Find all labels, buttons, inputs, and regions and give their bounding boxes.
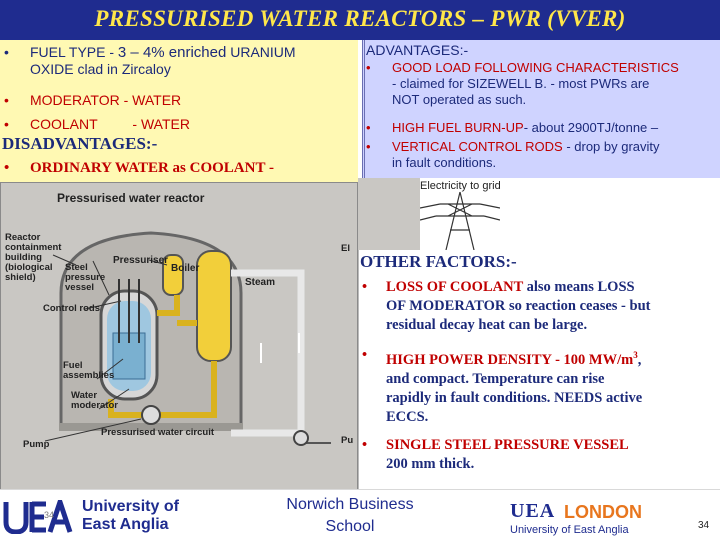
factor-power-line1: and compact. Temperature can rise [386, 370, 605, 387]
factor-pressure-vessel: • SINGLE STEEL PRESSURE VESSEL 200 mm th… [362, 436, 718, 474]
advantage-load-line2: - claimed for SIZEWELL B. - most PWRs ar… [392, 76, 650, 91]
advantage-rods-lead: VERTICAL CONTROL RODS [392, 139, 563, 154]
uea-london-mark: UEA [510, 500, 556, 522]
page-number-left: 34 [44, 510, 55, 520]
diagram-pylon-area [358, 178, 420, 258]
label-pu-partial: Pu [341, 435, 354, 446]
spec-moderator: • MODERATOR - WATER [4, 92, 354, 109]
pylon-icon [420, 191, 500, 251]
factor-power-comma: , [637, 351, 642, 368]
uea-london-logo: UEA LONDON University of East Anglia [510, 500, 690, 538]
advantage-load-line3: NOT operated as such. [392, 92, 527, 107]
pwr-diagram: Pressurised water reactor [0, 182, 358, 490]
advantage-burnup-rest: - about 2900TJ/tonne – [523, 120, 659, 135]
coolant-text: COOLANT - WATER [30, 116, 190, 132]
fuel-enrichment: 3 – 4% enriched [117, 44, 227, 61]
diagram-title: Pressurised water reactor [57, 191, 205, 205]
bullet-icon: • [362, 347, 368, 363]
fuel-type-text-end: URANIUM [226, 44, 296, 60]
fuel-type-text: FUEL TYPE - [30, 44, 118, 60]
pwr-schematic [44, 231, 331, 446]
bullet-icon: • [4, 92, 9, 108]
factor-power-value: - 100 MW/m [551, 351, 634, 368]
factor-loss-line2: OF MODERATOR so reaction ceases - but [386, 298, 651, 314]
label-pressuriser: Pressuriser [113, 255, 169, 266]
label-steam: Steam [245, 277, 276, 288]
slide-title: PRESSURISED WATER REACTORS – PWR (VVER) [94, 6, 626, 31]
nbs-name-line2: School [325, 518, 375, 535]
bullet-icon: • [366, 60, 371, 75]
advantage-item-rods: • VERTICAL CONTROL RODS - drop by gravit… [366, 139, 718, 171]
bullet-icon: • [362, 437, 368, 453]
factor-vessel-line1: 200 mm thick. [386, 456, 475, 472]
label-el-partial: El [341, 243, 350, 254]
advantage-rods-rest: - drop by gravity [562, 139, 660, 154]
bullet-icon: • [366, 120, 371, 135]
uea-name-line1: University of [82, 498, 179, 515]
uea-name-line2: East Anglia [82, 516, 169, 533]
uea-logo-mark-icon [3, 500, 73, 534]
footer-divider [0, 489, 720, 490]
advantage-burnup-lead: HIGH FUEL BURN-UP [392, 120, 524, 135]
uea-logo: 34 University of East Anglia [2, 496, 192, 538]
factor-vessel-lead: SINGLE STEEL PRESSURE VESSEL [386, 437, 629, 453]
advantages-heading: ADVANTAGES:- [366, 42, 469, 58]
factor-loss-lead: LOSS OF COOLANT [386, 279, 523, 295]
other-factors-box [358, 250, 720, 490]
spec-fuel-type: • FUEL TYPE - 3 – 4% enriched URANIUM OX… [4, 44, 354, 78]
bullet-icon: • [4, 116, 9, 132]
spec-coolant: • COOLANT - WATER [4, 116, 354, 133]
advantage-rods-line2: in fault conditions. [392, 155, 497, 170]
bullet-icon: • [362, 279, 368, 295]
reactor-specs-box [0, 40, 358, 133]
other-factors-heading: OTHER FACTORS:- [360, 252, 517, 271]
advantage-load-lead: GOOD LOAD FOLLOWING CHARACTERISTICS [392, 60, 679, 75]
factor-power-lead: HIGH POWER DENSITY [386, 351, 552, 368]
label-containment: Reactor containment building (biological… [5, 232, 62, 283]
moderator-text: MODERATOR - WATER [30, 92, 182, 108]
factor-loss-of-coolant: • LOSS OF COOLANT also means LOSS OF MOD… [362, 278, 718, 335]
disadvantages-box [0, 133, 358, 182]
disadvantage-item: • ORDINARY WATER as COOLANT - [4, 160, 354, 177]
label-circuit: Pressurised water circuit [101, 427, 214, 438]
bullet-icon: • [366, 139, 371, 154]
uea-london-sub: University of East Anglia [510, 524, 629, 536]
factor-loss-line1: also means LOSS [522, 279, 635, 295]
electricity-label: Electricity to grid [420, 180, 501, 192]
factor-power-line3: ECCS. [386, 408, 429, 425]
bullet-icon: • [4, 44, 9, 60]
disadvantage-text: ORDINARY WATER as COOLANT - [30, 160, 274, 176]
title-bar [0, 0, 720, 40]
label-steel-vessel: Steel pressure vessel [65, 262, 106, 293]
disadvantages-heading: DISADVANTAGES:- [2, 134, 158, 153]
uea-london-word: LONDON [564, 502, 642, 522]
label-control-rods: Control rods [43, 303, 100, 314]
nbs-name-line1: Norwich Business [286, 496, 414, 513]
factor-power-line2: rapidly in fault conditions. NEEDS activ… [386, 389, 643, 406]
advantage-item-load: • GOOD LOAD FOLLOWING CHARACTERISTICS - … [366, 60, 718, 108]
label-moderator: Water moderator [71, 390, 118, 411]
bullet-icon: • [4, 160, 10, 176]
page-number-right: 34 [698, 520, 710, 531]
label-fuel: Fuel assemblies [63, 360, 115, 381]
label-boiler: Boiler [171, 263, 200, 274]
factor-loss-line3: residual decay heat can be large. [386, 317, 588, 333]
factor-power-density: • HIGH POWER DENSITY - 100 MW/m3, and co… [362, 346, 718, 427]
fuel-cladding: OXIDE clad in Zircaloy [30, 61, 171, 77]
advantage-item-burnup: • HIGH FUEL BURN-UP- about 2900TJ/tonne … [366, 120, 720, 136]
factor-power-sup: 3 [633, 350, 638, 360]
label-pump: Pump [23, 439, 50, 450]
advantages-box [362, 40, 720, 178]
